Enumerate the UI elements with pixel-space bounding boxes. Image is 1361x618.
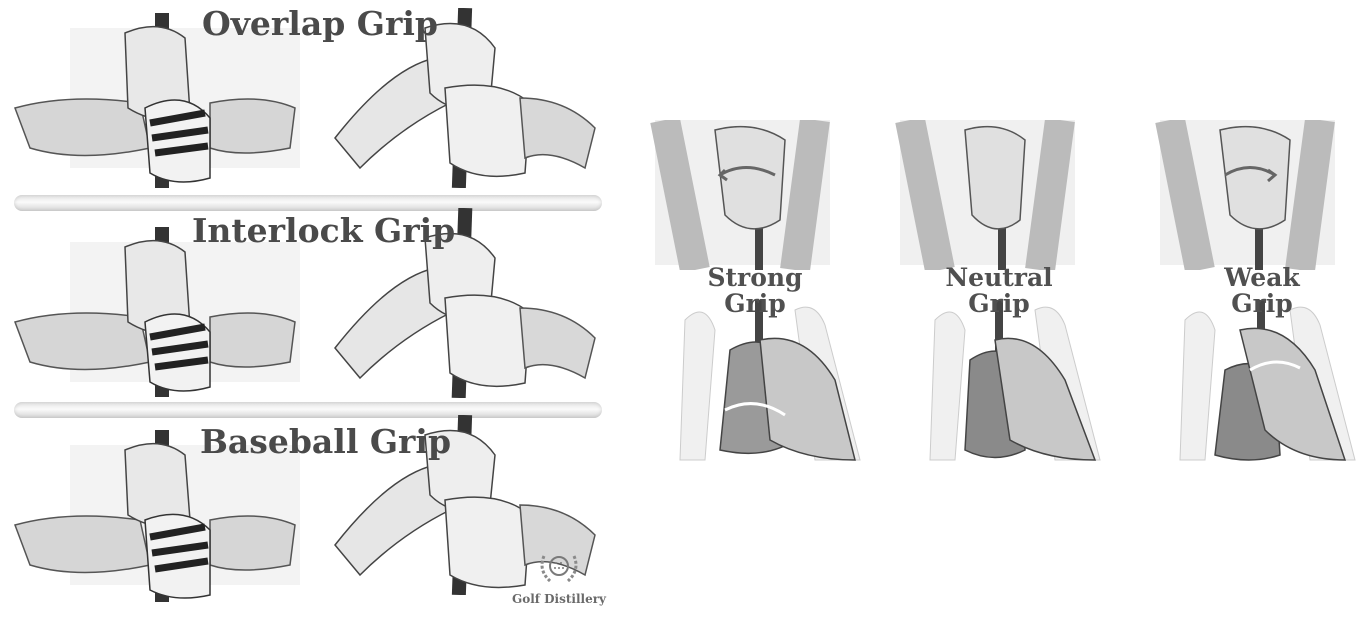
weak-grip-top-illustration [1150,120,1340,270]
interlock-grip-title: Interlock Grip [192,211,455,250]
weak-grip-bottom-illustration [1175,300,1360,465]
golf-distillery-logo: Golf Distillery [503,548,615,606]
weak-grip-label: Weak Grip [1182,265,1342,317]
neutral-grip-label-line1: Neutral [919,265,1079,291]
neutral-grip-bottom-illustration [925,300,1115,465]
strong-grip-label: Strong Grip [675,265,835,317]
strong-grip-bottom-illustration [675,300,865,465]
strong-grip-label-line2: Grip [675,291,835,317]
strong-grip-top-illustration [645,120,835,270]
overlap-grip-title: Overlap Grip [202,4,438,43]
neutral-grip-label-line2: Grip [919,291,1079,317]
weak-grip-label-line2: Grip [1182,291,1342,317]
baseball-grip-title: Baseball Grip [200,422,451,461]
neutral-grip-top-illustration [890,120,1080,270]
weak-grip-label-line1: Weak [1182,265,1342,291]
strong-grip-label-line1: Strong [675,265,835,291]
brand-name: Golf Distillery [503,592,615,606]
golf-ball-laurel-icon [534,548,584,588]
neutral-grip-label: Neutral Grip [919,265,1079,317]
